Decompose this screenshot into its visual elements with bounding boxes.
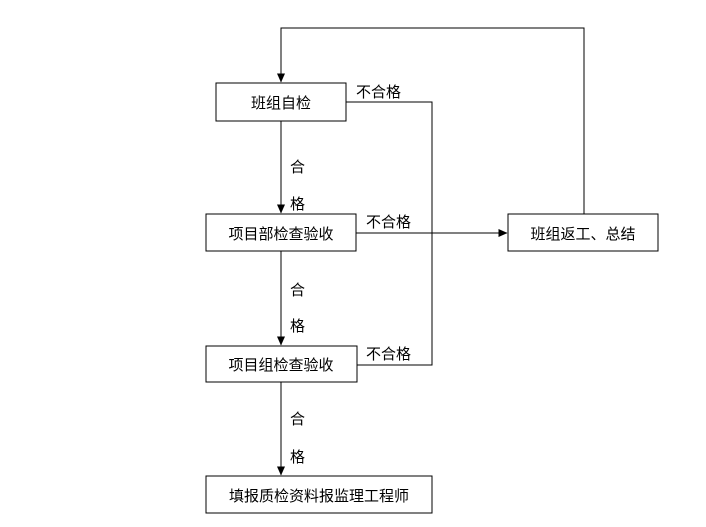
- pass-label-1: 合 格: [290, 158, 305, 213]
- pass-label-char: 格: [290, 317, 305, 335]
- pass-label-3: 合 格: [290, 410, 305, 466]
- arrow-rework-to-self-check: [277, 27, 585, 214]
- fail-label-group: 不合格: [366, 345, 411, 363]
- pass-label-char: 合: [290, 410, 305, 428]
- node-label: 班组自检: [251, 94, 311, 112]
- pass-label-char: 格: [290, 448, 305, 466]
- node-report-to-supervisor: 填报质检资料报监理工程师: [205, 475, 433, 514]
- pass-label-char: 格: [290, 195, 305, 213]
- connectors: [277, 27, 585, 476]
- node-project-dept-inspection: 项目部检查验收: [205, 213, 357, 252]
- pass-label-char: 合: [290, 158, 305, 176]
- node-label: 项目组检查验收: [228, 356, 333, 374]
- node-label: 填报质检资料报监理工程师: [229, 487, 409, 505]
- node-team-self-check: 班组自检: [215, 82, 347, 122]
- fail-label-dept: 不合格: [366, 213, 411, 231]
- node-label: 班组返工、总结: [530, 225, 635, 243]
- node-project-group-inspection: 项目组检查验收: [205, 345, 358, 383]
- pass-label-char: 合: [290, 281, 305, 299]
- node-label: 项目部检查验收: [228, 225, 333, 243]
- node-team-rework: 班组返工、总结: [507, 213, 659, 252]
- pass-label-2: 合 格: [290, 281, 305, 335]
- fail-label-self-check: 不合格: [356, 83, 401, 101]
